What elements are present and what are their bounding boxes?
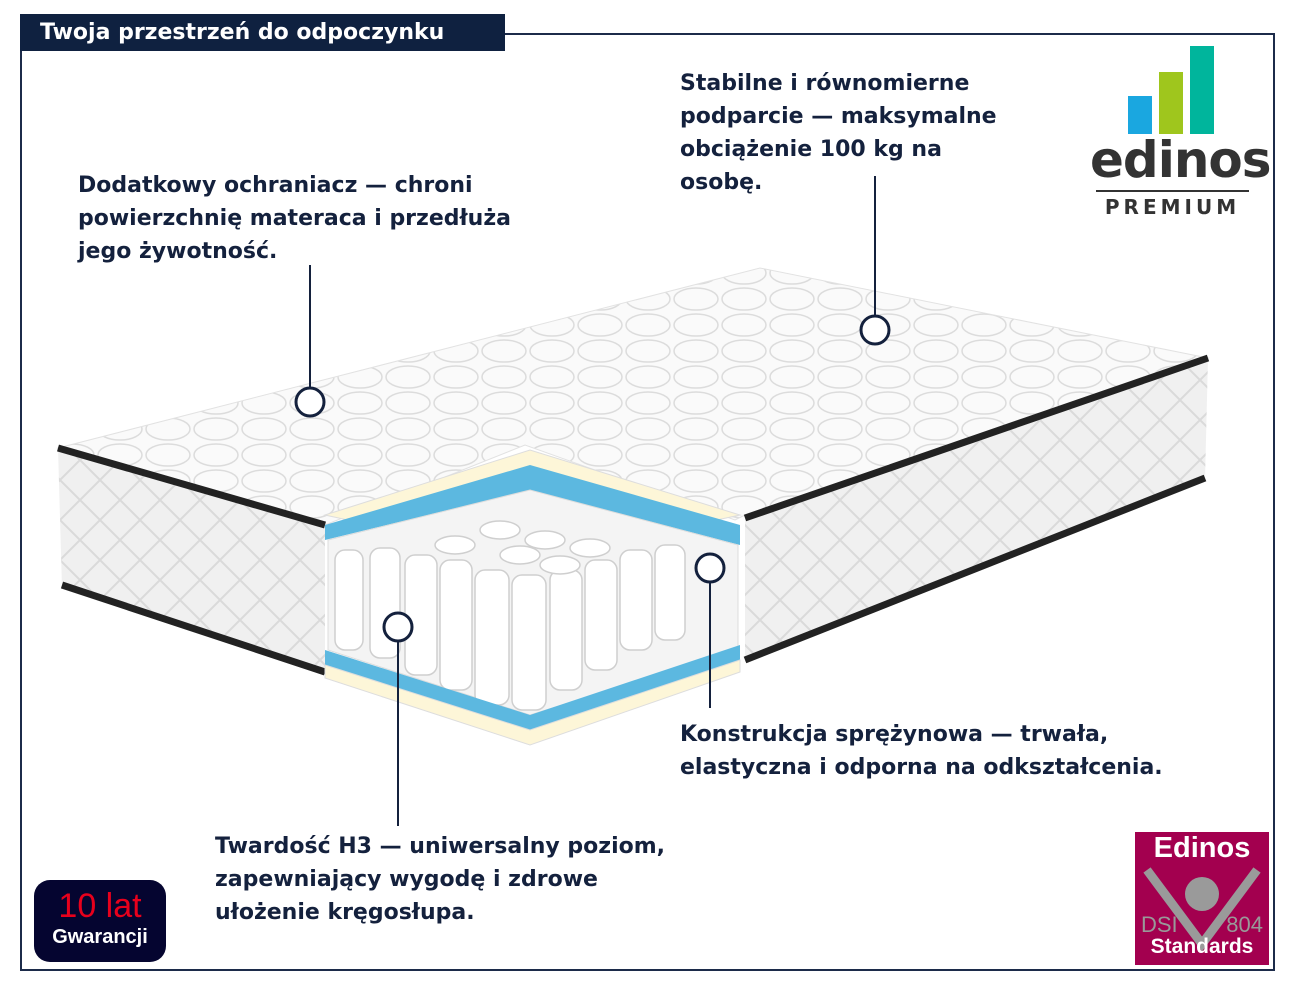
callout-text: Dodatkowy ochraniacz — chroni bbox=[78, 173, 473, 198]
pocket-springs bbox=[334, 520, 686, 711]
standards-left: DSI bbox=[1141, 912, 1178, 937]
logo-bars-icon bbox=[1128, 44, 1218, 134]
edinos-premium-logo: edinos PREMIUM bbox=[1090, 44, 1272, 224]
callout-line bbox=[709, 582, 711, 708]
callout-protector: Dodatkowy ochraniacz — chroni powierzchn… bbox=[78, 169, 511, 268]
warranty-years: 10 lat bbox=[58, 887, 142, 925]
callout-text: podparcie — maksymalne bbox=[680, 104, 997, 129]
logo-sub: PREMIUM bbox=[1104, 195, 1241, 219]
callout-line bbox=[874, 176, 876, 316]
callout-text: ułożenie kręgosłupa. bbox=[215, 900, 475, 925]
marker-support bbox=[859, 314, 891, 346]
callout-text: powierzchnię materaca i przedłuża bbox=[78, 206, 511, 231]
warranty-label: Gwarancji bbox=[52, 926, 148, 948]
foam-layer-top bbox=[325, 465, 740, 545]
check-v-icon bbox=[1143, 867, 1261, 952]
callout-springs: Konstrukcja sprężynowa — trwała, elastyc… bbox=[680, 718, 1163, 784]
mattress-left-side bbox=[58, 448, 325, 675]
callout-text: obciążenie 100 kg na bbox=[680, 137, 942, 162]
callout-line bbox=[397, 641, 399, 826]
page-title: Twoja przestrzeń do odpoczynku bbox=[20, 14, 505, 51]
callout-line bbox=[309, 265, 311, 388]
callout-text: Twardość H3 — uniwersalny poziom, bbox=[215, 834, 666, 859]
standards-badge: Edinos DSI 804 Standards bbox=[1135, 832, 1269, 965]
callout-text: Stabilne i równomierne bbox=[680, 71, 970, 96]
frame bbox=[20, 33, 1275, 971]
marker-protector bbox=[294, 386, 326, 418]
callout-text: Konstrukcja sprężynowa — trwała, bbox=[680, 722, 1109, 747]
callout-text: osobę. bbox=[680, 170, 763, 195]
callout-text: zapewniający wygodę i zdrowe bbox=[215, 867, 598, 892]
mattress-right-side bbox=[745, 358, 1208, 662]
logo-word: edinos bbox=[1090, 131, 1272, 189]
marker-firmness bbox=[382, 611, 414, 643]
standards-right: 804 bbox=[1226, 912, 1263, 937]
callout-firmness: Twardość H3 — uniwersalny poziom, zapewn… bbox=[215, 830, 665, 929]
callout-support: Stabilne i równomierne podparcie — maksy… bbox=[680, 67, 997, 199]
logo-rule bbox=[1096, 190, 1249, 192]
marker-springs bbox=[694, 552, 726, 584]
comfort-layer-bottom bbox=[324, 659, 741, 746]
standards-bottom: Standards bbox=[1150, 935, 1254, 958]
callout-text: jego żywotność. bbox=[78, 239, 278, 264]
standards-top: Edinos bbox=[1153, 832, 1251, 864]
callout-text: elastyczna i odporna na odkształcenia. bbox=[680, 755, 1163, 780]
warranty-badge: 10 lat Gwarancji bbox=[34, 880, 166, 962]
